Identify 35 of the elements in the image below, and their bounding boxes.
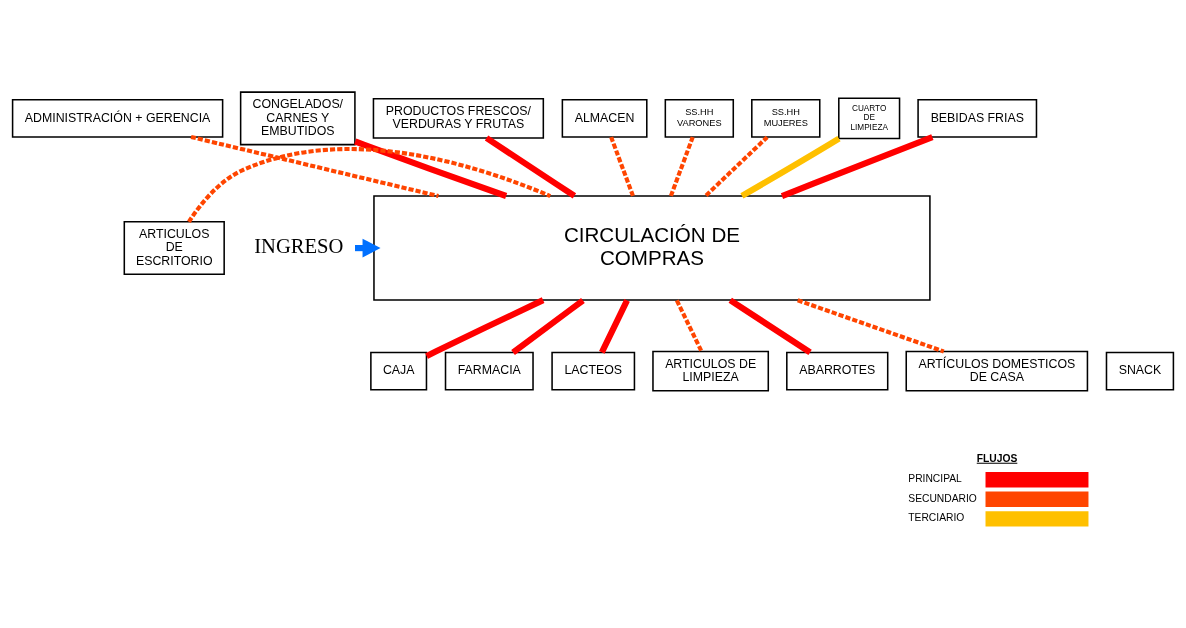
node-box: CIRCULACIÓN DE COMPRAS	[373, 194, 931, 301]
node-text: INGRESO	[254, 234, 344, 257]
connector	[704, 135, 769, 197]
node-box: ALMACEN	[561, 98, 648, 138]
node-box: LACTEOS	[551, 351, 636, 390]
legend-label: SECUNDARIO	[908, 492, 977, 504]
node-box: ABARROTES	[786, 351, 889, 390]
connector	[609, 135, 635, 197]
connector	[780, 133, 934, 199]
connector	[669, 135, 695, 197]
node-box: CONGELADOS/ CARNES Y EMBUTIDOS	[239, 90, 356, 145]
legend-label: TERCIARIO	[908, 511, 965, 523]
node-box: ARTICULOS DE LIMPIEZA	[652, 350, 770, 391]
node-box: PRODUCTOS FRESCOS/ VERDURAS Y FRUTAS	[372, 97, 545, 139]
node-box: SS.HH MUJERES	[751, 98, 821, 138]
label: FLUJOS	[976, 452, 1018, 464]
node-box: CAJA	[370, 351, 428, 390]
connector	[354, 138, 508, 199]
node-box: ARTÍCULOS DOMESTICOS DE CASA	[905, 350, 1089, 391]
node-box: ADMINISTRACIÓN + GERENCIA	[11, 98, 224, 138]
connector	[190, 134, 439, 198]
connector	[187, 146, 551, 223]
node-box: CUARTO DE LIMPIEZA	[838, 97, 901, 139]
node-box: FARMACIA	[444, 351, 534, 390]
legend-label: PRINCIPAL	[908, 472, 962, 484]
node-box: BEBIDAS FRIAS	[917, 98, 1038, 138]
connector	[674, 299, 704, 352]
connector	[511, 297, 585, 355]
connector	[425, 296, 545, 359]
connector	[728, 297, 812, 355]
connector	[599, 298, 630, 354]
node-box: SNACK	[1105, 351, 1175, 390]
node-box: ARTICULOS DE ESCRITORIO	[123, 220, 225, 275]
connector	[797, 297, 945, 353]
node-box: SS.HH VARONES	[664, 98, 735, 138]
